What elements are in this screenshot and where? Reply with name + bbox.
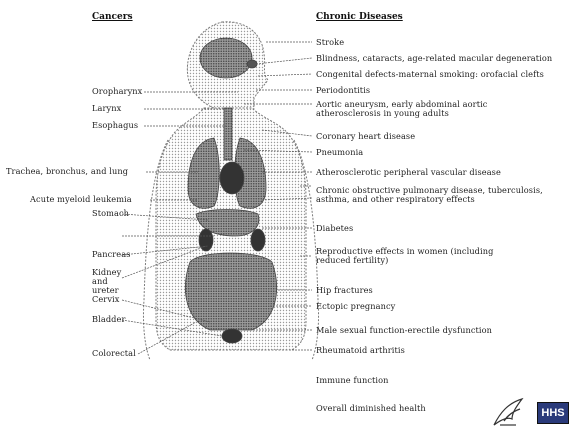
cancer-label-leukemia: Acute myeloid leukemia: [30, 195, 132, 204]
brain: [200, 38, 252, 78]
disease-label-peripheral: Atherosclerotic peripheral vascular dise…: [316, 168, 501, 177]
disease-label-coronary: Coronary heart disease: [316, 132, 415, 141]
disease-label-hip: Hip fractures: [316, 286, 373, 295]
cancer-label-larynx: Larynx: [92, 104, 121, 113]
disease-label-copd: Chronic obstructive pulmonary disease, t…: [316, 186, 556, 204]
disease-label-arthritis: Rheumatoid arthritis: [316, 346, 405, 355]
intestines: [185, 253, 276, 330]
kidney-right: [251, 229, 265, 251]
disease-label-ectopic: Ectopic pregnancy: [316, 302, 395, 311]
cancer-label-bladder: Bladder: [92, 315, 125, 324]
disease-label-blindness: Blindness, cataracts, age-related macula…: [316, 54, 552, 63]
eye: [247, 60, 257, 68]
hhs-logo-text: HHS: [538, 403, 568, 423]
cancer-label-lung: Trachea, bronchus, and lung: [6, 167, 128, 176]
disease-label-pneumonia: Pneumonia: [316, 148, 363, 157]
esophagus-trachea: [224, 108, 232, 160]
chronic-diseases-header: Chronic Diseases: [316, 12, 403, 22]
hhs-eagle-icon: [490, 395, 530, 429]
cancer-label-cervix: Cervix: [92, 295, 120, 304]
heart: [220, 162, 244, 194]
cancer-label-pancreas: Pancreas: [92, 250, 131, 259]
disease-label-diabetes: Diabetes: [316, 224, 353, 233]
hhs-logo-badge: HHS: [537, 402, 569, 424]
cancers-header: Cancers: [92, 12, 133, 22]
cancer-label-colorectal: Colorectal: [92, 349, 136, 358]
bladder: [222, 329, 242, 343]
disease-label-congenital: Congenital defects-maternal smoking: oro…: [316, 70, 544, 79]
disease-label-periodontitis: Periodontitis: [316, 86, 370, 95]
cancer-label-stomach: Stomach: [92, 209, 129, 218]
disease-label-immune: Immune function: [316, 376, 389, 385]
disease-label-erectile: Male sexual function-erectile dysfunctio…: [316, 326, 492, 335]
disease-label-reproductive: Reproductive effects in women (including…: [316, 247, 516, 265]
cancer-label-oropharynx: Oropharynx: [92, 87, 142, 96]
cancer-label-esophagus: Esophagus: [92, 121, 138, 130]
disease-label-overall: Overall diminished health: [316, 404, 426, 413]
disease-label-stroke: Stroke: [316, 38, 344, 47]
cancer-label-kidney: Kidney and ureter: [92, 268, 124, 295]
disease-label-aortic: Aortic aneurysm, early abdominal aortic …: [316, 100, 536, 118]
